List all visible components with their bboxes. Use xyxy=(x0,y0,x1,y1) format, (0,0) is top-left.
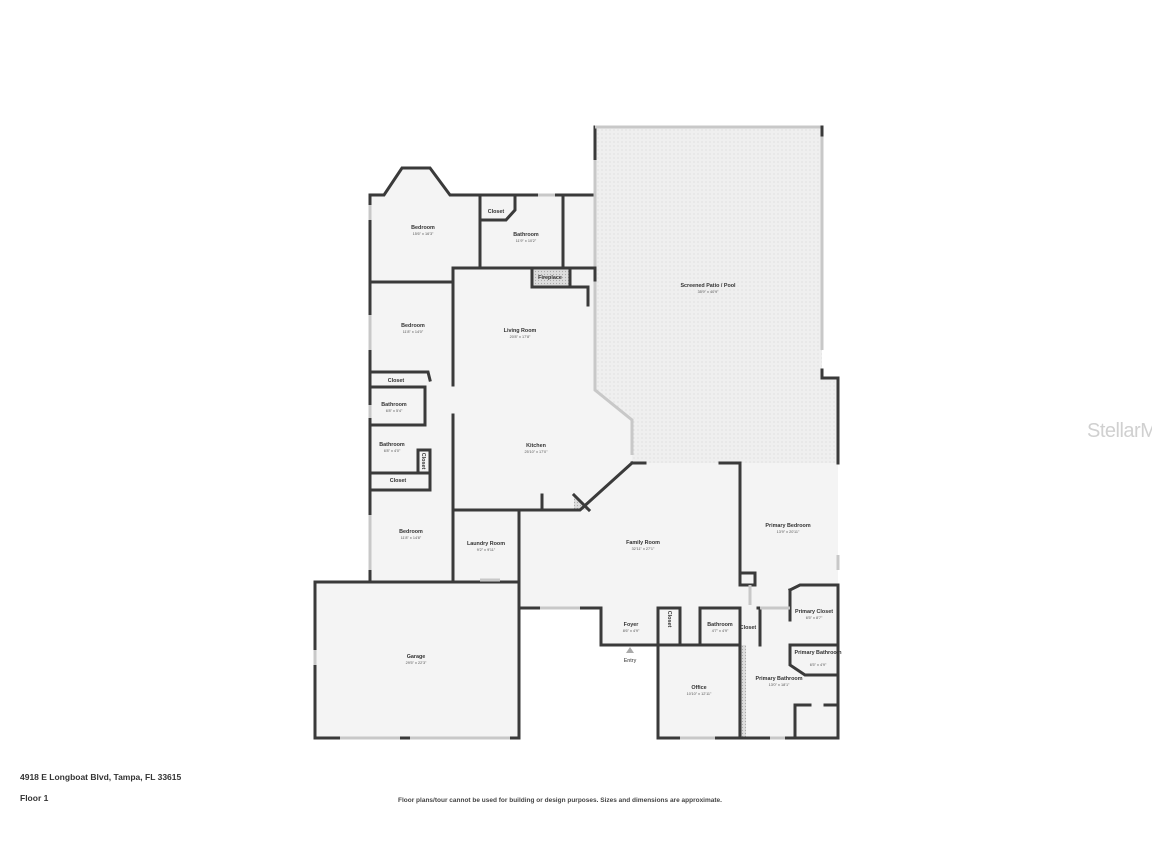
room-name: Primary Closet xyxy=(795,609,833,615)
room-name: Screened Patio / Pool xyxy=(680,283,736,289)
room-dim: 25'10" x 17'0" xyxy=(525,450,549,454)
room-dim: 13'9" x 20'11" xyxy=(777,530,800,534)
room-dim: 11'8" x 14'8" xyxy=(401,536,422,540)
room-name: Family Room xyxy=(626,540,660,546)
room-name: Garage xyxy=(407,654,426,660)
room-name: Closet xyxy=(388,378,405,384)
floor-label: Floor 1 xyxy=(20,793,49,803)
room-name: Closet xyxy=(740,625,757,631)
room-name: Bathroom xyxy=(381,402,407,408)
room-name: Primary Bedroom xyxy=(765,523,810,529)
room-dim: 6'5" x 4'9" xyxy=(810,663,827,667)
room-name: Closet xyxy=(666,611,672,628)
room-dim: 35'9" x 40'9" xyxy=(698,290,719,294)
room-name: Office xyxy=(691,685,706,691)
room-name: Closet xyxy=(420,453,426,470)
room-dim: 6'8" x 5'4" xyxy=(386,409,403,413)
room-dim: 10'10" x 12'11" xyxy=(687,692,712,696)
room-dim: 11'9" x 10'2" xyxy=(516,239,537,243)
property-address: 4918 E Longboat Blvd, Tampa, FL 33615 xyxy=(20,772,182,782)
room-dim: 9'2" x 9'11" xyxy=(477,548,496,552)
floor-fill xyxy=(315,127,838,738)
room-name: Fireplace xyxy=(538,275,562,281)
room-dim: 20'8" x 17'8" xyxy=(510,335,531,339)
disclaimer: Floor plans/tour cannot be used for buil… xyxy=(398,797,722,804)
entry-label: Entry xyxy=(624,658,637,664)
room-dim: 6'5" x 8'7" xyxy=(806,616,823,620)
room-dim: 15'6" x 16'3" xyxy=(413,232,434,236)
room-name: Primary Bathroom xyxy=(794,650,841,656)
watermark-logo: StellarMLS xyxy=(1087,420,1152,442)
room-dim: 4'7" x 4'9" xyxy=(712,629,729,633)
room-name: Bathroom xyxy=(379,442,405,448)
room-name: Bedroom xyxy=(399,529,423,535)
room-name: Closet xyxy=(390,478,407,484)
room-name: Bathroom xyxy=(707,622,733,628)
room-dim: 8'6" x 4'9" xyxy=(623,629,640,633)
room-dim: 6'8" x 4'0" xyxy=(384,449,401,453)
room-name: Foyer xyxy=(624,622,640,628)
fireplace-hearth xyxy=(532,268,570,287)
room-dim: 11'8" x 14'0" xyxy=(403,330,424,334)
room-labels: Bedroom 15'6" x 16'3" Closet Bathroom 11… xyxy=(379,209,841,696)
room-dim: 32'11" x 27'1" xyxy=(632,547,655,551)
room-dim: 29'5" x 22'3" xyxy=(406,661,427,665)
room-name: Kitchen xyxy=(526,443,546,449)
room-name: Bathroom xyxy=(513,232,539,238)
room-name: Living Room xyxy=(504,328,537,334)
windows xyxy=(313,193,840,740)
room-name: Laundry Room xyxy=(467,541,505,547)
room-name: Closet xyxy=(488,209,505,215)
room-name: Primary Bathroom xyxy=(755,676,802,682)
room-name: Bedroom xyxy=(401,323,425,329)
room-dim: 13'0" x 18'1" xyxy=(769,683,790,687)
room-name: Bedroom xyxy=(411,225,435,231)
entry-arrow-icon xyxy=(626,647,634,653)
